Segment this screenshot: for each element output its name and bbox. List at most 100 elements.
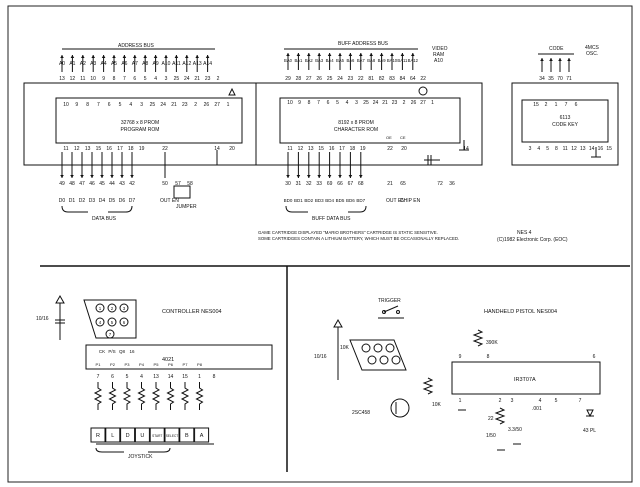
ic-pin-number: 5 [126,374,129,380]
top-pin-number: 2 [217,76,220,82]
connector-pin-number: 7 [109,332,112,337]
top-pin-number: 28 [296,76,302,82]
ir-ic-pin-number: 7 [579,398,582,404]
ic-pin-label: P7 [183,362,189,367]
data-label: D2 [79,198,86,204]
top-pin-number: 8 [113,76,116,82]
top-pin-number: 13 [59,76,65,82]
ir-ic-pin-number: 5 [555,398,558,404]
inner-pin-number: 24 [373,100,379,106]
inner-pin-number: 19 [139,146,145,152]
bottom-pin-number: 48 [69,181,75,187]
connector-pin-number: 2 [111,306,114,311]
inner-pin-number: 22 [387,146,393,152]
ic-pin-number: 8 [213,374,216,380]
arrow-head [80,175,84,178]
copyright: (C)1982 Electronic Corp. (EOC) [497,237,568,243]
data-label: D1 [69,198,76,204]
oe-label: OE [386,135,392,140]
controller-title: CONTROLLER NES004 [162,309,222,315]
ic-ir3t07a [451,361,601,395]
resistor-390k [472,329,484,347]
resistor [151,382,161,410]
inner-pin-number: 3 [355,100,358,106]
arrow-head [112,55,116,58]
vcc-arrow [228,87,236,96]
inner-pin-number: 15 [96,146,102,152]
ic-pin-label: P4 [139,362,145,367]
trigger-switch [378,305,404,319]
bottom-pin-number: 49 [59,181,65,187]
pistol-res2-label: 10K [432,402,442,408]
pistol-title: HANDHELD PISTOL NES004 [484,309,557,315]
button-label: SELECT [166,434,178,438]
inner-pin-number: 23 [392,100,398,106]
inner-pin-number: 26 [411,100,417,106]
ic-top-label: 16 [129,349,135,354]
arrow-head [567,58,571,61]
bottom-pin-number: 65 [400,181,406,187]
inner-pin-number: 27 [214,102,220,108]
osc-label: 4MCS [585,45,600,51]
ce-label: CE [400,135,406,140]
inner-pin-number: 11 [287,146,292,152]
top-pin-number: 7 [123,76,126,82]
ic-4021-label: 4021 [162,357,174,363]
top-pin-number: 64 [410,76,416,82]
res-22-label: 22 [488,416,494,422]
arrow-head [327,53,332,56]
top-pin-number: 23 [205,76,211,82]
bottom-pin-number: 42 [129,181,135,187]
ic-top-label: CK [99,349,105,354]
buff-data-label: BD6 [346,198,355,203]
arrow-head [60,55,64,58]
arrow-head [359,175,363,178]
bottom-pin-number: 32 [306,181,312,187]
inner-pin-number: 8 [86,102,89,108]
pistol-connector-pin [379,355,389,365]
arrow-head [70,175,74,178]
top-pin-number: 4 [154,76,157,82]
ir-ic-pin-number: 4 [539,398,542,404]
ir-ic-pin-number: 3 [511,398,514,404]
resistor [166,382,175,410]
top-pin-number: 12 [70,76,76,82]
arrow-head [338,53,342,56]
inner-pin-number: 20 [401,146,407,152]
arrow-head [549,58,553,61]
arrow-head [153,55,158,58]
arrow-head [307,53,311,56]
diode-label: 43 PL [583,428,596,434]
arrow-head [110,175,114,178]
connector-pin [95,317,105,327]
ic-pin-label: P5 [154,362,160,367]
inner-pin-number: 14 [214,146,220,152]
connector-pin [107,317,117,327]
inner-pin-number: 8 [308,100,311,106]
pistol-ground-symbols [458,409,521,451]
arrow-head [348,53,353,56]
ic-pin-number: 13 [153,374,159,380]
ic-4021 [85,344,273,370]
bottom-pin-number: 47 [79,181,85,187]
inner-pin-number: 16 [106,146,112,152]
ir-ic-pin-number: 2 [499,398,502,404]
top-pin-number: 3 [165,76,168,82]
inner-pin-number: 7 [97,102,100,108]
bottom-pin-number: 66 [337,181,343,187]
inner-pin-number: 5 [546,146,549,152]
top-pin-number: 22 [420,76,426,82]
trigger-label: TRIGGER [378,298,401,304]
inner-pin-number: 4 [537,146,540,152]
arrow-head [100,175,104,178]
inner-pin-number: 1 [227,102,230,108]
